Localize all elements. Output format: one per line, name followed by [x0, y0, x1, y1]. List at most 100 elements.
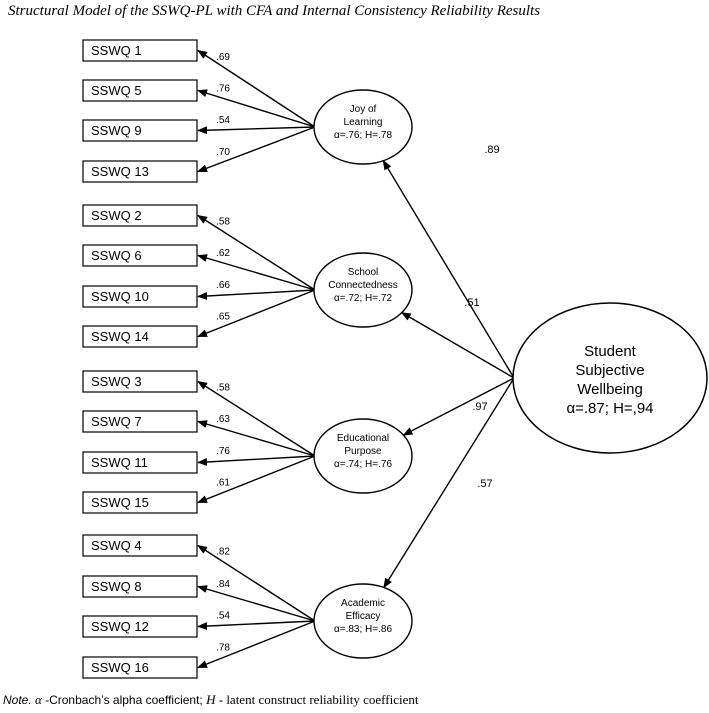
loading-path-arrow — [197, 126, 316, 173]
indicator-box — [82, 285, 198, 308]
indicator-label: SSWQ 14 — [91, 329, 149, 344]
factor-loading-label: .78 — [216, 643, 230, 654]
indicator-label: SSWQ 11 — [91, 455, 148, 470]
figure-note: Note. α -Cronbach’s alpha coefficient; H… — [3, 692, 703, 708]
loading-path-arrow — [197, 585, 316, 622]
structural-loading-label: .89 — [484, 144, 499, 156]
indicator-box — [82, 575, 198, 598]
factor-loading-label: .62 — [216, 248, 230, 259]
note-h-symbol: H — [206, 692, 216, 707]
loading-path-arrow — [197, 420, 316, 457]
higher-order-label-line: α=.87; H=,94 — [566, 400, 653, 417]
higher-order-label-line: Wellbeing — [577, 381, 643, 398]
indicator-label: SSWQ 1 — [91, 43, 142, 58]
indicator-box — [82, 160, 198, 183]
factor-loading-label: .76 — [216, 83, 230, 94]
indicator-label: SSWQ 10 — [91, 289, 149, 304]
factor-loading-label: .54 — [216, 610, 230, 621]
indicator-label: SSWQ 7 — [91, 414, 142, 429]
structural-loading-label: .97 — [472, 401, 487, 413]
note-alpha-text: -Cronbach’s alpha coefficient; — [41, 693, 207, 707]
indicator-box — [82, 491, 198, 514]
loading-path-arrow — [197, 620, 316, 669]
factor-loading-label: .69 — [216, 52, 230, 63]
loading-path-arrow — [197, 544, 316, 622]
factor-loading-label: .61 — [216, 478, 230, 489]
structural-loading-label: .51 — [464, 297, 479, 309]
loading-path-arrow — [197, 455, 316, 466]
figure-title: Structural Model of the SSWQ-PL with CFA… — [8, 3, 541, 19]
indicator-box — [82, 79, 198, 102]
loading-path-arrow — [197, 49, 316, 128]
factor-name-line: Learning — [344, 117, 383, 128]
indicator-label: SSWQ 8 — [91, 579, 142, 594]
structural-path-arrow — [383, 377, 515, 589]
loading-path-arrow — [197, 214, 316, 291]
factor-name-line: Purpose — [344, 446, 382, 457]
loading-path-arrow — [197, 455, 316, 504]
factor-reliability-label: α=.74; H=.76 — [334, 459, 392, 470]
factor-loading-label: .76 — [216, 446, 230, 457]
indicator-label: SSWQ 12 — [91, 619, 149, 634]
indicator-box — [82, 534, 198, 557]
indicator-box — [82, 656, 198, 679]
indicator-box — [82, 615, 198, 638]
indicator-label: SSWQ 13 — [91, 164, 149, 179]
note-h-text: - latent construct reliability coefficie… — [215, 692, 419, 707]
loading-path-arrow — [197, 289, 316, 300]
higher-order-label-line: Subjective — [575, 362, 644, 379]
loading-path-arrow — [197, 289, 316, 338]
factor-loading-label: .58 — [216, 382, 230, 393]
factor-ellipse — [313, 89, 413, 165]
indicator-label: SSWQ 16 — [91, 660, 149, 675]
loading-path-arrow — [197, 620, 316, 631]
loading-path-arrow — [197, 126, 316, 135]
indicator-box — [82, 451, 198, 474]
factor-loading-label: .82 — [216, 547, 230, 558]
factor-loading-label: .63 — [216, 414, 230, 425]
factor-name-line: Academic — [341, 598, 385, 609]
factor-ellipse — [313, 418, 413, 494]
loading-path-arrow — [197, 380, 316, 457]
indicator-label: SSWQ 2 — [91, 208, 142, 223]
indicator-box — [82, 39, 198, 62]
indicator-box — [82, 119, 198, 142]
factor-ellipse — [313, 252, 413, 328]
factor-ellipse — [313, 583, 413, 659]
factor-name-line: Efficacy — [346, 611, 381, 622]
indicator-box — [82, 410, 198, 433]
indicator-label: SSWQ 5 — [91, 83, 142, 98]
note-lead: Note. — [3, 693, 32, 707]
loading-path-arrow — [197, 254, 316, 291]
structural-path-arrow — [400, 312, 515, 379]
note-alpha-symbol: α — [34, 692, 42, 707]
higher-order-label-line: Student — [584, 343, 637, 360]
indicator-label: SSWQ 3 — [91, 374, 142, 389]
indicator-label: SSWQ 4 — [91, 538, 142, 553]
indicator-box — [82, 370, 198, 393]
indicator-label: SSWQ 6 — [91, 248, 142, 263]
edges-layer — [197, 49, 515, 669]
factor-name-line: Educational — [337, 433, 389, 444]
factor-loading-label: .66 — [216, 280, 230, 291]
factor-reliability-label: α=.72; H=.72 — [334, 293, 392, 304]
factor-loading-label: .84 — [216, 579, 230, 590]
factor-loading-label: .65 — [216, 312, 230, 323]
factor-name-line: School — [348, 267, 379, 278]
structural-loading-label: .57 — [477, 478, 492, 490]
higher-order-construct-ellipse — [512, 302, 708, 454]
structural-path-arrow — [402, 377, 515, 436]
factor-reliability-label: α=.76; H=.78 — [334, 130, 392, 141]
indicator-box — [82, 244, 198, 267]
indicator-label: SSWQ 15 — [91, 495, 149, 510]
factor-name-line: Joy of — [350, 104, 377, 115]
factor-loading-label: .70 — [216, 147, 230, 158]
indicator-label: SSWQ 9 — [91, 123, 142, 138]
indicator-box — [82, 204, 198, 227]
factor-loading-label: .58 — [216, 216, 230, 227]
indicator-box — [82, 325, 198, 348]
factor-reliability-label: α=.83; H=.86 — [334, 624, 392, 635]
loading-path-arrow — [197, 89, 316, 128]
